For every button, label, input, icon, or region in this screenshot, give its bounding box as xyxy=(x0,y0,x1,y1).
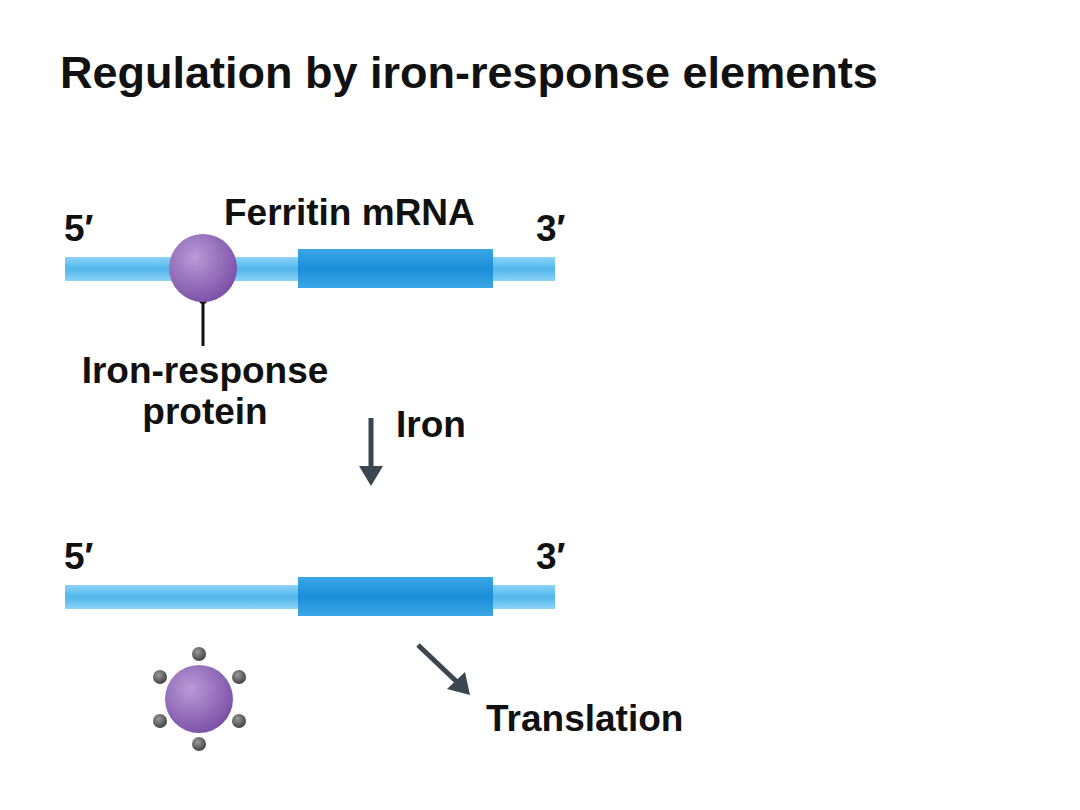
coding-region xyxy=(298,577,493,616)
end-label: 3′ xyxy=(536,208,565,249)
arrow-head xyxy=(359,466,383,486)
mrna-label: Ferritin mRNA xyxy=(224,192,475,233)
coding-region xyxy=(298,249,493,288)
end-label: 3′ xyxy=(536,536,565,577)
protein-label: Iron-response protein xyxy=(40,350,370,433)
iron-bound-protein xyxy=(153,647,246,751)
end-label: 5′ xyxy=(64,208,93,249)
arrow-shaft xyxy=(369,418,374,470)
arrow-head xyxy=(447,672,470,695)
end-label: 5′ xyxy=(64,536,93,577)
iron-response-protein xyxy=(169,234,237,302)
arrow-shaft xyxy=(418,645,458,683)
step-label: Iron xyxy=(396,404,466,445)
process-label: Translation xyxy=(486,698,683,739)
title: Regulation by iron-response elements xyxy=(60,48,878,98)
